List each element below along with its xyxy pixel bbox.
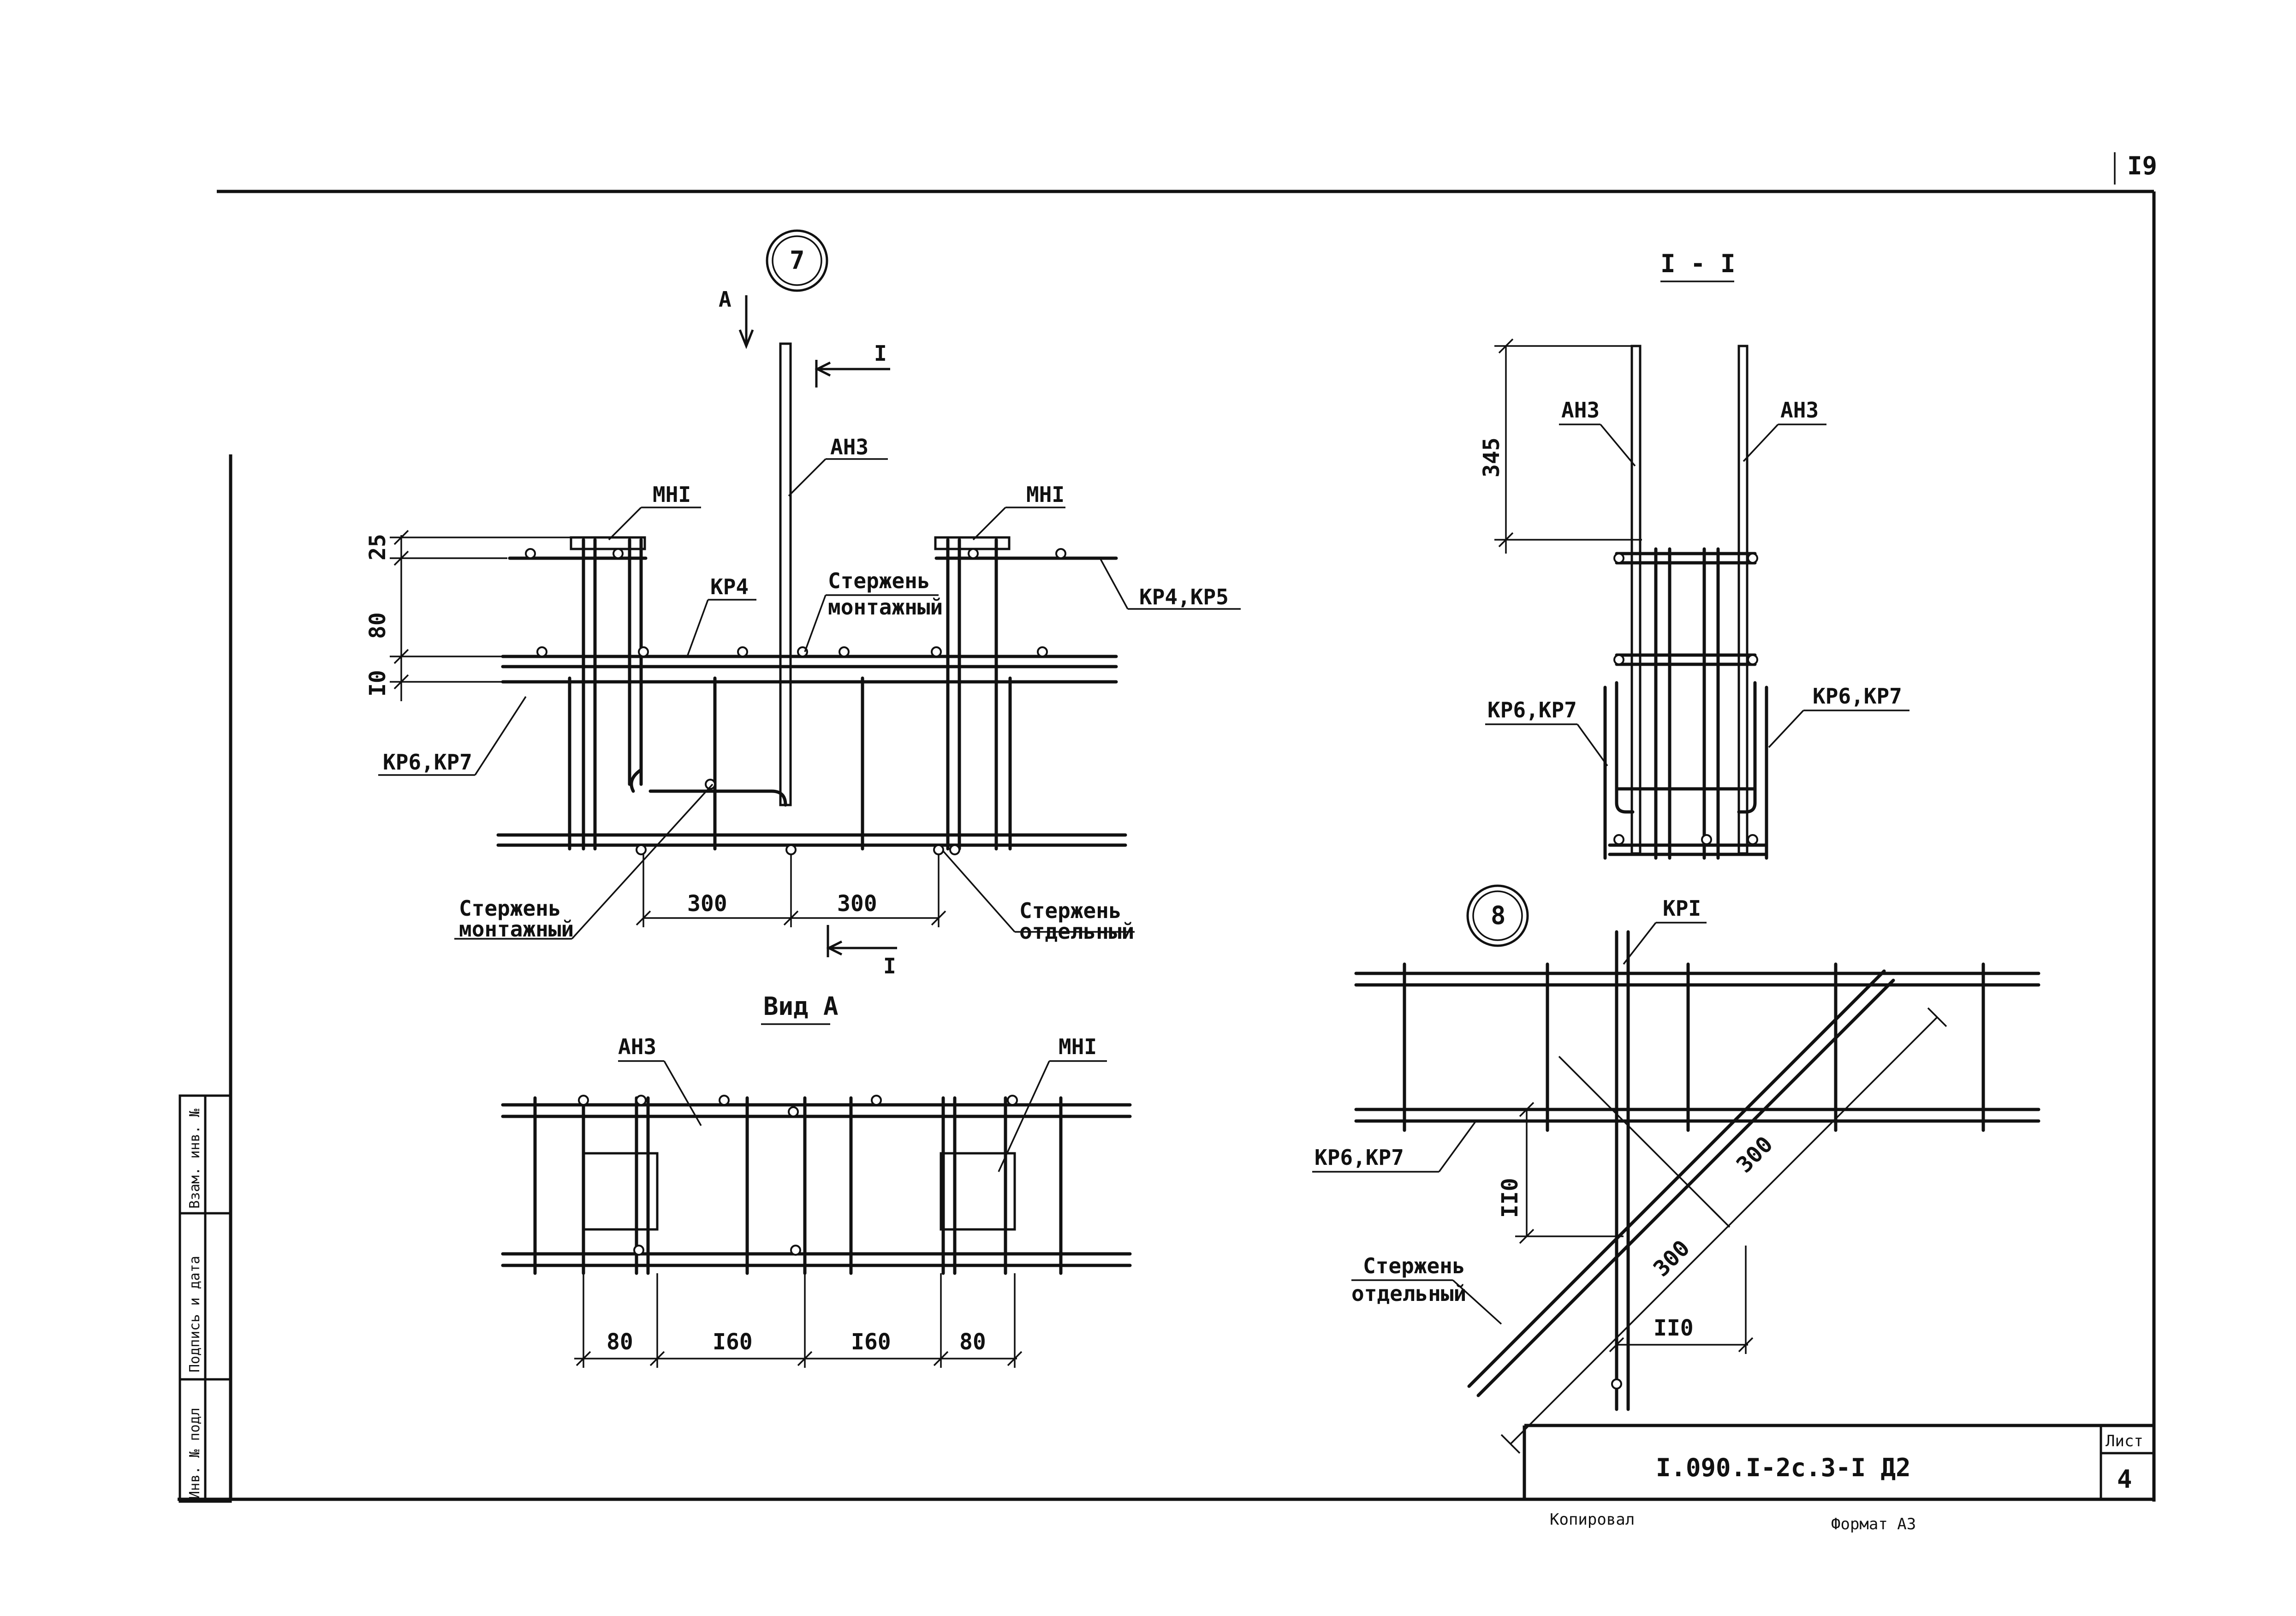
label-view-a-mn1: МНI (1059, 1034, 1097, 1059)
view-arrow-a: А (719, 287, 732, 312)
dim-view-a-3: I60 (851, 1329, 891, 1355)
title-block (1523, 1424, 2154, 1499)
label-kr6-kr7-left: КР6,КР7 (1487, 698, 1577, 722)
label-rod-mount-top-b: монтажный (828, 595, 943, 620)
page-number: I9 (2127, 151, 2157, 180)
node-8-circle (1466, 884, 1529, 947)
cut-mark-top: I (874, 341, 887, 366)
dim-25: 25 (365, 534, 391, 561)
sheet-designation: I.090.I-2c.3-I Д2 (1656, 1453, 1911, 1482)
node-7: 7 А I (365, 229, 1241, 978)
node-8-number: 8 (1491, 901, 1506, 930)
dim-view-a-1: 80 (607, 1329, 633, 1355)
dim-110-horizontal: II0 (1654, 1315, 1694, 1341)
sheet-frame (178, 152, 2156, 1502)
label-kr6-kr7: КР6,КР7 (383, 750, 472, 775)
dim-110-vertical: II0 (1497, 1178, 1523, 1218)
dim-345: 345 (1479, 437, 1505, 477)
label-an3: АН3 (830, 435, 868, 459)
dim-300-upper: 300 (1731, 1132, 1778, 1178)
sheet-number: 4 (2117, 1465, 2132, 1494)
section-title: I - I (1660, 249, 1736, 278)
label-kr4-kr5: КР4,КР5 (1139, 584, 1229, 609)
label-mn1-right: МНI (1026, 482, 1065, 507)
format-label: Формат А3 (1831, 1515, 1916, 1533)
view-a: Вид А АН3 МНI (501, 992, 1132, 1368)
label-node8-kr6-kr7: КР6,КР7 (1315, 1145, 1404, 1170)
section-1-1: I - I 345 (1479, 249, 1909, 860)
stamp-inv-label: Инв. № подл (187, 1407, 203, 1499)
stamp-replace-label: Взам. инв. № (187, 1109, 203, 1209)
label-an3-right: АН3 (1780, 398, 1819, 423)
label-kr4: КР4 (710, 574, 749, 599)
label-rod-mount-bottom-b: монтажный (459, 917, 574, 942)
node-8: 8 300 300 II0 (1312, 884, 2040, 1454)
node-7-number: 7 (790, 246, 805, 275)
dim-300-left: 300 (687, 891, 727, 917)
label-kr1: КРI (1663, 896, 1701, 921)
cut-mark-bottom: I (883, 954, 896, 978)
label-mn1-left: МНI (653, 482, 691, 507)
label-view-a-an3: АН3 (618, 1034, 656, 1059)
side-stamp: Инв. № подл Подпись и дата Взам. инв. № (178, 1094, 232, 1503)
label-rod-mount-top: Стержень (828, 568, 930, 593)
dim-10: I0 (365, 670, 391, 697)
dim-80: 80 (365, 612, 391, 639)
dim-300-right: 300 (837, 891, 877, 917)
view-a-title: Вид А (763, 992, 839, 1021)
dim-view-a-4: 80 (959, 1329, 986, 1355)
label-node8-rod-b: отдельный (1351, 1281, 1466, 1306)
label-rod-mount-bottom: Стержень (459, 896, 561, 921)
stamp-sign-label: Подпись и дата (187, 1256, 203, 1372)
dim-300-lower: 300 (1648, 1235, 1695, 1282)
node-7-circle (766, 229, 828, 292)
copied-label: Копировал (1550, 1510, 1635, 1529)
label-rod-separate: Стержень (1019, 898, 1122, 923)
label-kr6-kr7-right: КР6,КР7 (1813, 684, 1902, 709)
label-node8-rod: Стержень (1363, 1253, 1465, 1278)
label-an3-left: АН3 (1561, 398, 1600, 423)
sheet-label: Лист (2106, 1432, 2143, 1450)
label-rod-separate-b: отдельный (1019, 919, 1134, 944)
dim-view-a-2: I60 (713, 1329, 753, 1355)
